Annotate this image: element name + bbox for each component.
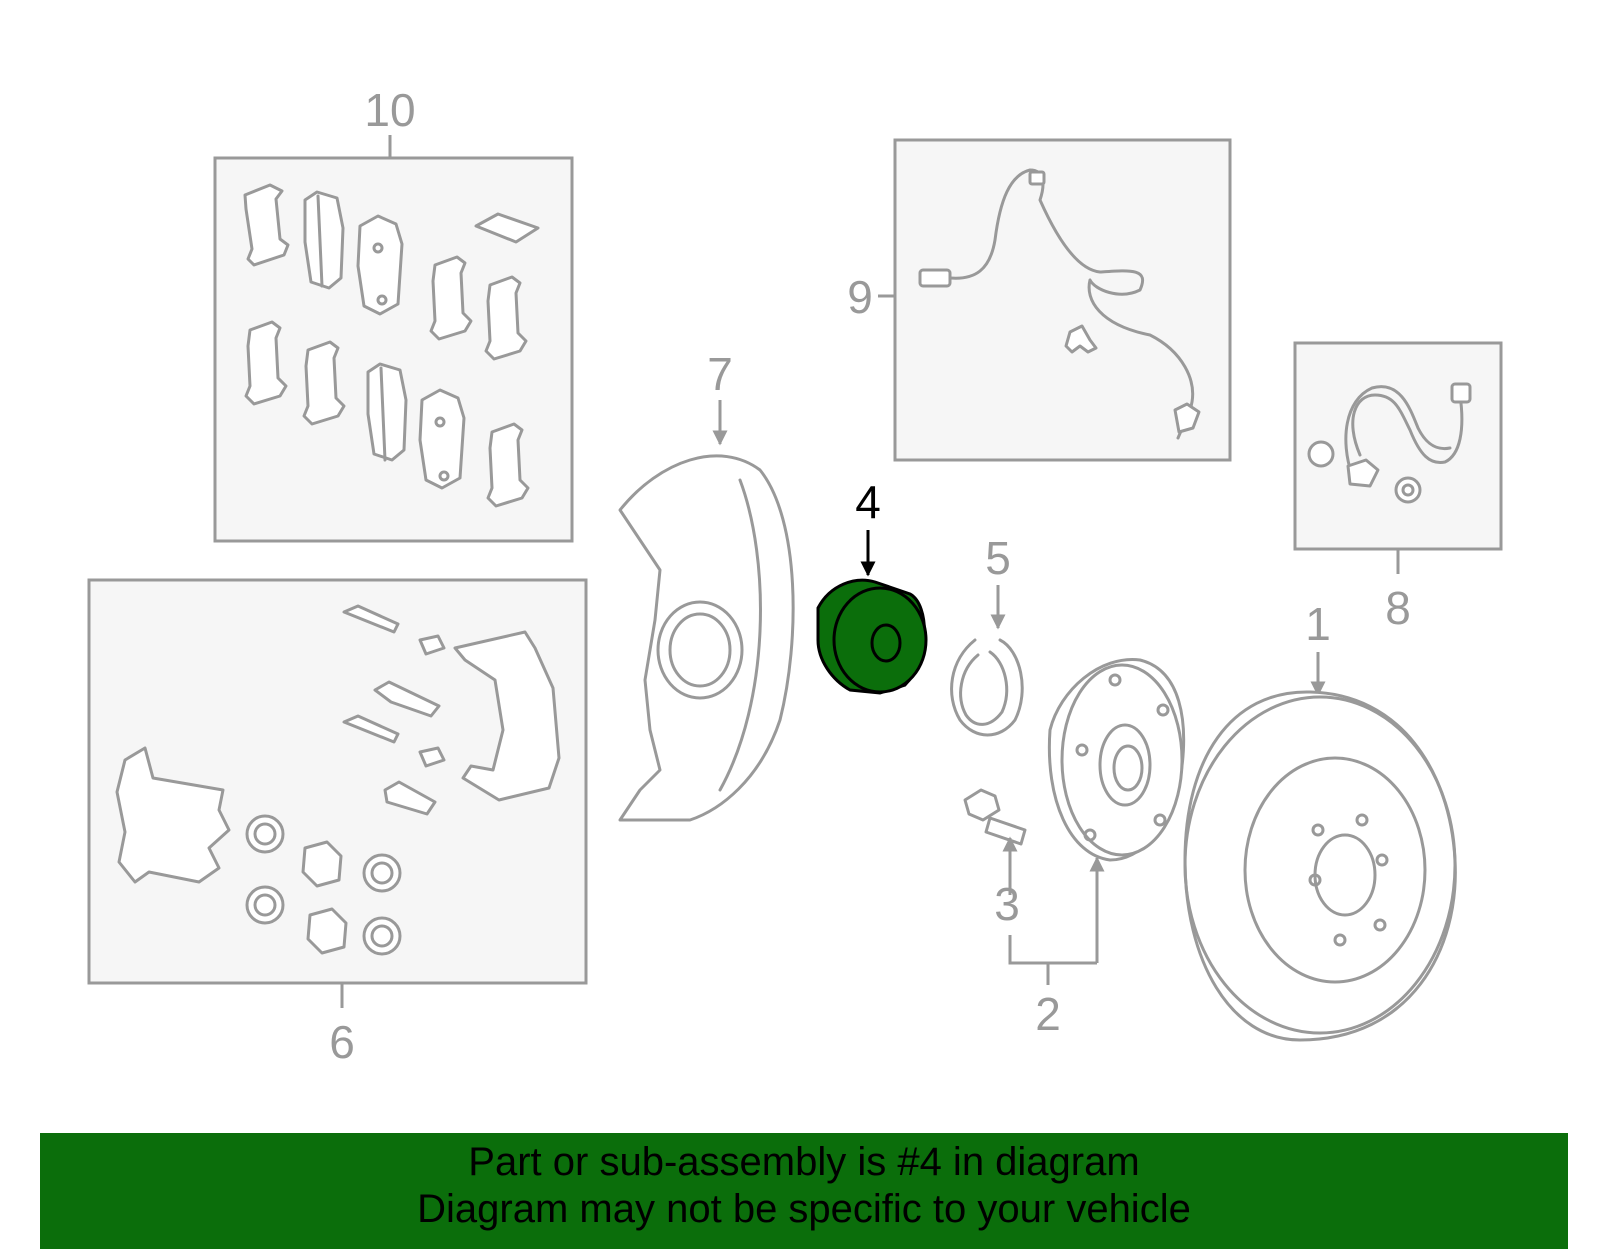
callout-2: 2: [1035, 988, 1061, 1040]
splash-shield-group[interactable]: 7: [618, 348, 795, 822]
wheel-hub-group[interactable]: 3 2: [963, 658, 1186, 1040]
caliper-assembly-group[interactable]: 6: [87, 578, 588, 1068]
callout-3: 3: [994, 878, 1020, 930]
snap-ring-icon: [950, 638, 1024, 737]
abs-sensor-icon: [918, 168, 1201, 440]
brake-rotor-group[interactable]: 1: [1183, 598, 1457, 1042]
wheel-bearing-icon: [816, 578, 928, 695]
caliper-icon: [115, 604, 561, 956]
hub-bolt-icon: [963, 788, 1027, 846]
callout-4: 4: [855, 476, 881, 528]
callout-8: 8: [1385, 582, 1411, 634]
callout-1: 1: [1305, 598, 1331, 650]
callout-7: 7: [707, 348, 733, 400]
brake-hose-icon: [1307, 382, 1472, 504]
callout-9: 9: [847, 271, 873, 323]
callout-10: 10: [364, 84, 415, 136]
snap-ring-group[interactable]: 5: [950, 532, 1024, 737]
brake-pad-kit-group[interactable]: 10: [213, 84, 574, 543]
abs-sensor-group[interactable]: 9: [847, 138, 1232, 462]
callout-6: 6: [329, 1016, 355, 1068]
wheel-hub-icon: [1047, 658, 1186, 862]
splash-shield-icon: [618, 454, 795, 822]
brake-hose-group[interactable]: 8: [1293, 341, 1503, 634]
wheel-bearing-group[interactable]: 4: [816, 476, 928, 695]
brake-pad-icon: [243, 183, 540, 508]
banner-line-1: Part or sub-assembly is #4 in diagram: [468, 1140, 1140, 1184]
info-banner: Part or sub-assembly is #4 in diagram Di…: [40, 1133, 1568, 1249]
callout-5: 5: [985, 532, 1011, 584]
banner-line-2: Diagram may not be specific to your vehi…: [417, 1187, 1191, 1231]
brake-rotor-icon: [1183, 690, 1457, 1042]
